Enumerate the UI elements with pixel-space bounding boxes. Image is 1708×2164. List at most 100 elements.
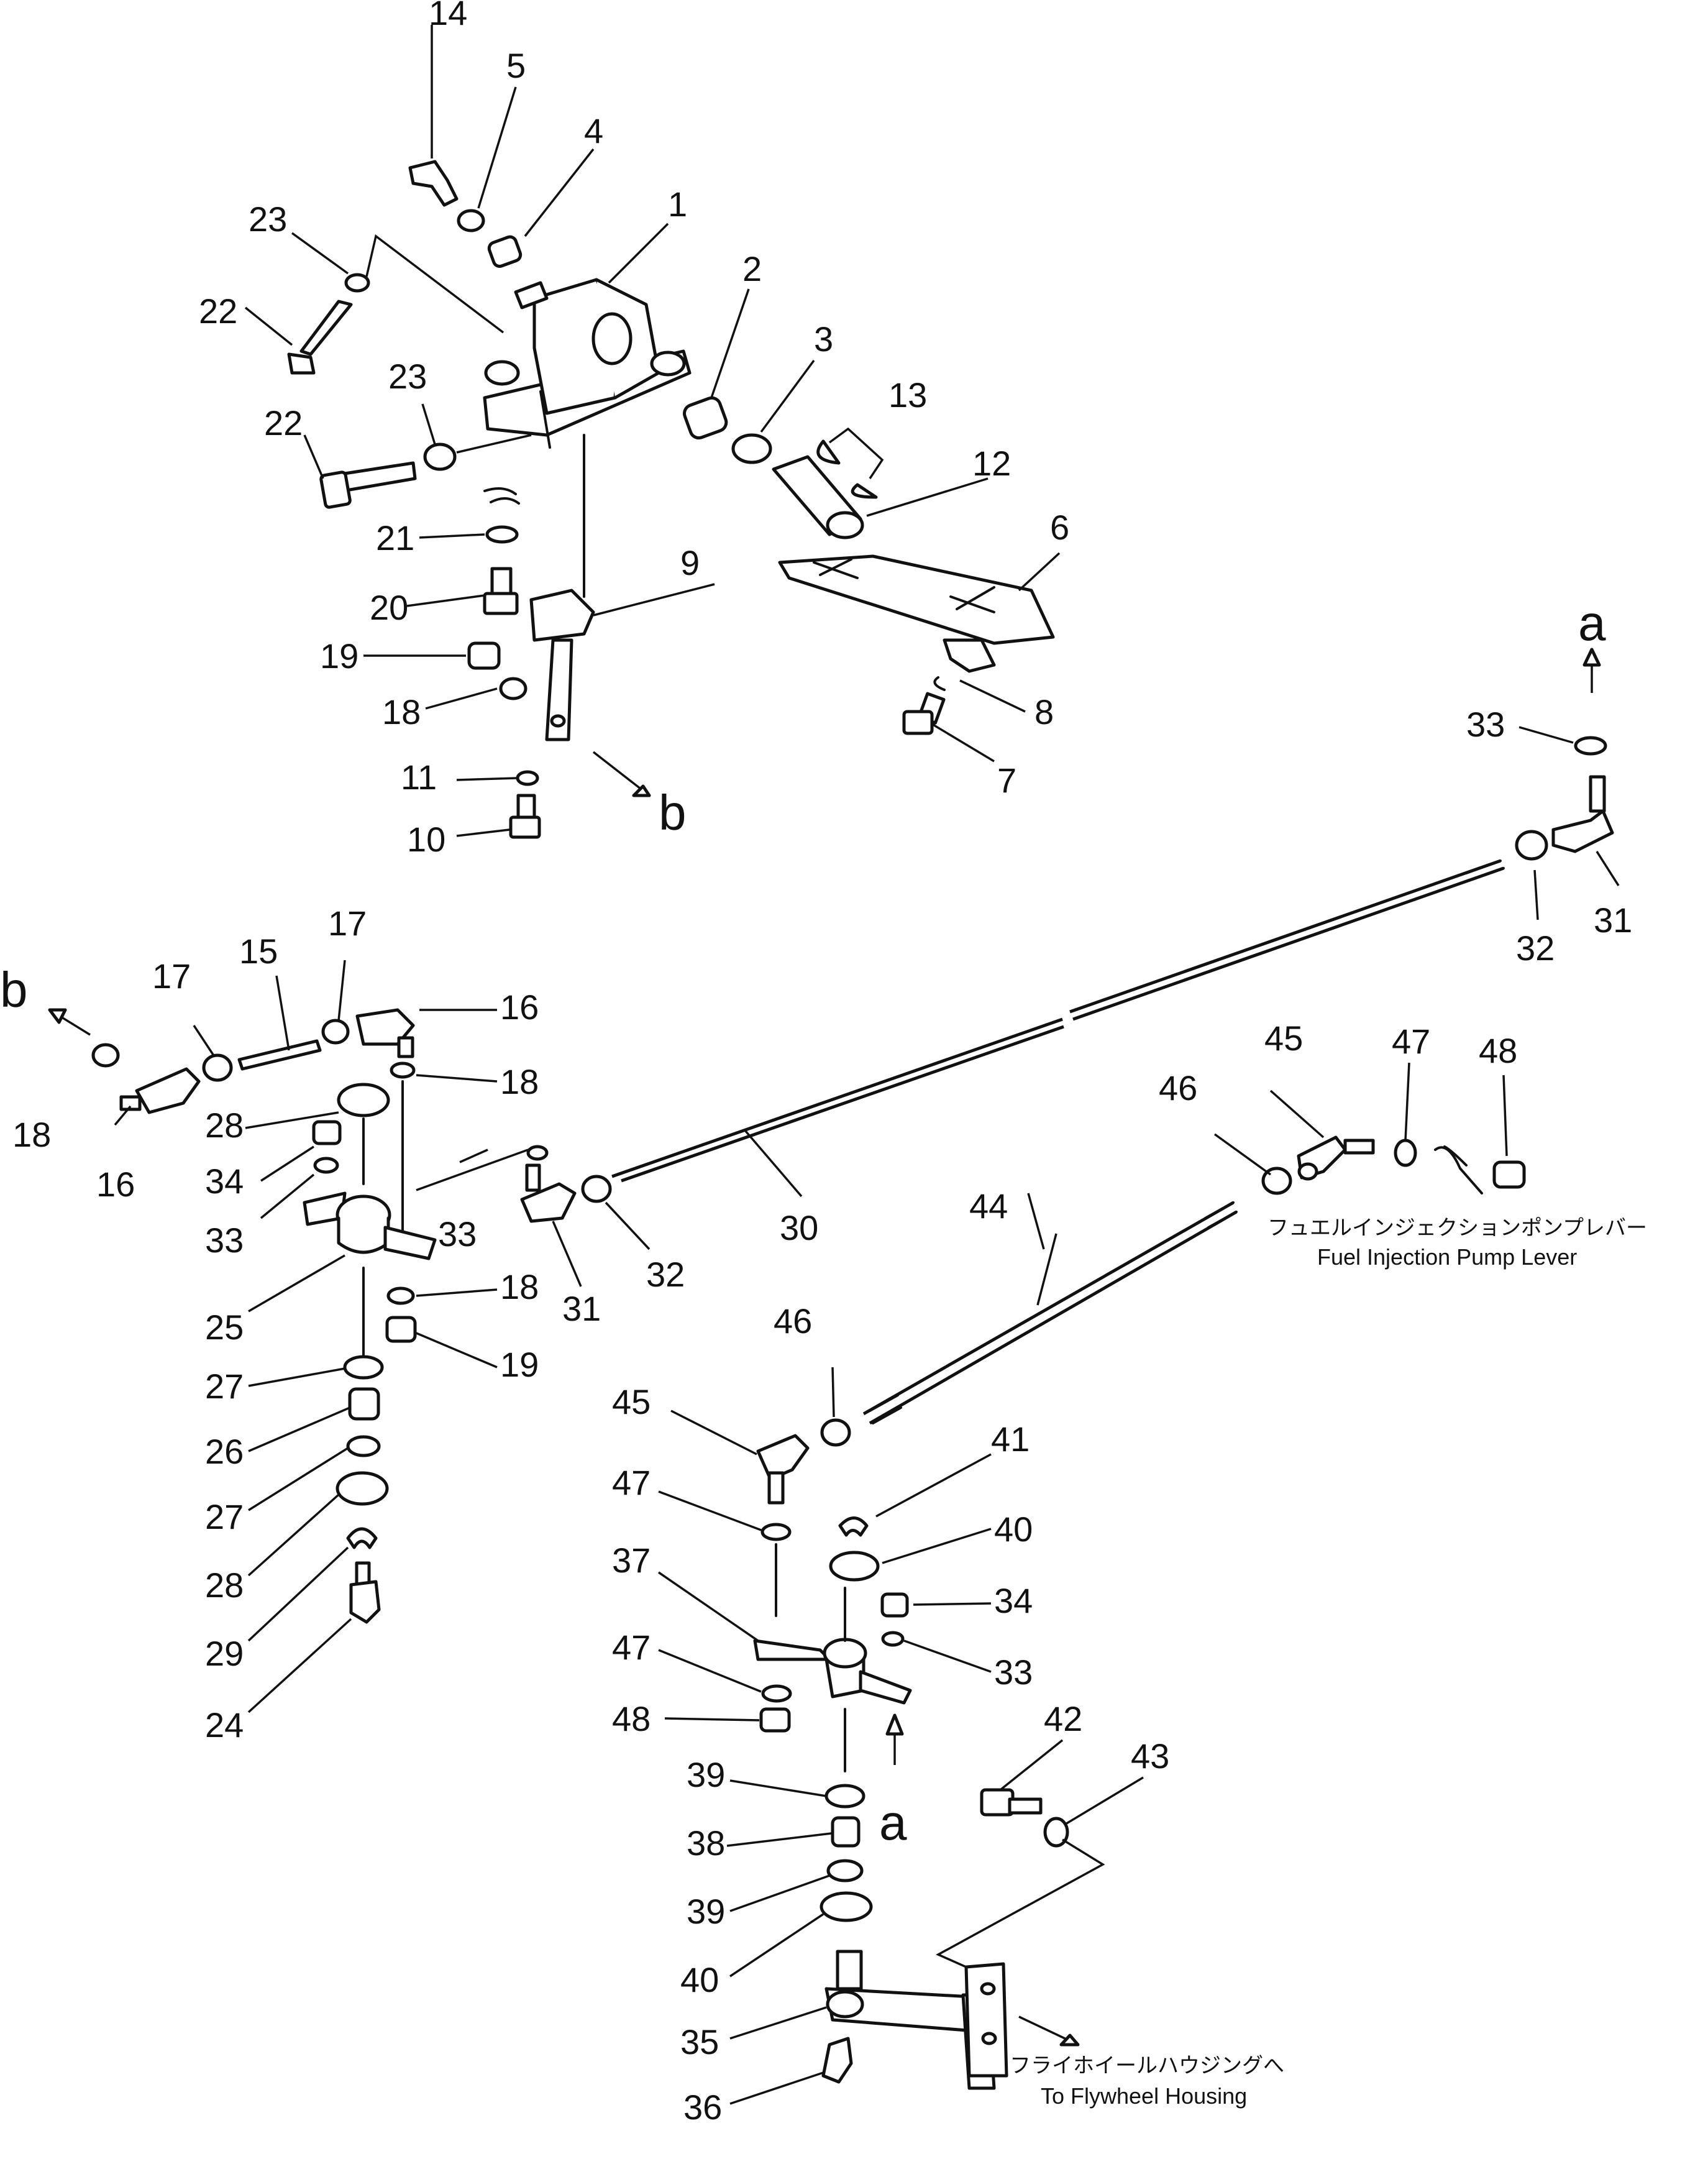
callout-31-left: 31: [562, 1289, 601, 1328]
bolt-22-bottom: [319, 461, 417, 509]
washer-27-top: [343, 1355, 384, 1380]
callout-45-left: 45: [612, 1382, 651, 1421]
callout-2: 2: [742, 249, 762, 288]
washer-21: [485, 525, 519, 544]
nut-32-left: [581, 1175, 612, 1203]
rod-30: [611, 859, 1505, 1183]
washer-39-top: [824, 1784, 865, 1809]
washer-33-left: [313, 1157, 339, 1174]
snap-ring-41: [838, 1516, 869, 1537]
bushing-2: [683, 396, 728, 440]
marker-a-top: a: [1578, 595, 1606, 651]
key-13: [816, 439, 878, 499]
callout-46-left: 46: [774, 1301, 812, 1341]
callout-30: 30: [780, 1208, 818, 1247]
pin-12: [772, 455, 864, 539]
flywheel-note-en: To Flywheel Housing: [1041, 2083, 1247, 2109]
callout-43: 43: [1131, 1736, 1169, 1776]
nut-17-left: [202, 1053, 233, 1082]
callout-32-right: 32: [1516, 928, 1555, 968]
grease-fitting-36: [821, 2037, 853, 2084]
callout-38: 38: [687, 1823, 725, 1863]
callout-17-right: 17: [328, 904, 367, 943]
callout-22-bottom: 22: [264, 403, 303, 442]
nut-32-right: [1515, 830, 1548, 861]
callout-33-right: 33: [1466, 705, 1505, 744]
callout-18-low: 18: [500, 1267, 539, 1306]
washer-27-bottom: [346, 1435, 381, 1457]
bushing-38: [831, 1816, 861, 1848]
bushing-26: [348, 1387, 380, 1421]
callout-27-bottom: 27: [205, 1497, 244, 1536]
callout-31-right: 31: [1594, 901, 1632, 940]
grease-fitting-24: [349, 1561, 381, 1624]
nut-34-left: [312, 1120, 342, 1145]
callout-1: 1: [668, 185, 687, 224]
nut-48-right: [1492, 1160, 1526, 1189]
callout-6: 6: [1050, 508, 1069, 547]
callout-11: 11: [401, 758, 437, 797]
callout-41: 41: [991, 1419, 1030, 1459]
callout-13: 13: [888, 375, 927, 415]
callout-25: 25: [205, 1308, 244, 1347]
rod-15: [237, 1039, 322, 1071]
callout-48-right: 48: [1479, 1031, 1517, 1070]
washer-40-top: [829, 1551, 880, 1582]
nut-23-top: [344, 273, 370, 293]
washer-28-bottom: [336, 1471, 389, 1506]
callout-42: 42: [1044, 1699, 1082, 1738]
callout-36: 36: [683, 2088, 722, 2127]
nut-17-right: [321, 1019, 350, 1045]
callout-20: 20: [370, 588, 408, 627]
washer-18-mid: [390, 1061, 416, 1079]
callout-47-lower: 47: [612, 1628, 651, 1667]
washer-11: [516, 770, 539, 786]
ring-5: [457, 209, 485, 232]
callout-14: 14: [429, 0, 467, 32]
callout-7: 7: [997, 761, 1016, 800]
washer-39-bottom: [826, 1859, 864, 1882]
washer-47-right: [1394, 1139, 1417, 1167]
washer-40-bottom: [820, 1891, 873, 1922]
nut-23-bottom: [423, 442, 457, 471]
callout-40-top: 40: [994, 1510, 1033, 1549]
callout-28-top: 28: [205, 1106, 244, 1145]
fuel-pump-note-en: Fuel Injection Pump Lever: [1317, 1244, 1577, 1270]
bushing-4: [487, 235, 523, 268]
washer-33-right: [1574, 736, 1607, 756]
lever-25: [303, 1191, 437, 1260]
callout-33-left: 33: [205, 1221, 244, 1260]
nut-19-left: [385, 1316, 417, 1343]
bolt-20: [483, 567, 519, 615]
ball-joint-31-left: [520, 1163, 577, 1223]
ball-joint-16-left: [119, 1067, 201, 1114]
flywheel-note-jp: フライホイールハウジングへ: [1010, 2053, 1284, 2078]
washer-33-mid: [526, 1145, 549, 1161]
callout-34-left: 34: [205, 1162, 244, 1201]
callout-39-top: 39: [687, 1755, 725, 1794]
callout-16-left: 16: [96, 1165, 135, 1204]
callout-9: 9: [680, 543, 700, 582]
callout-47-right: 47: [1392, 1022, 1430, 1061]
callout-19-top: 19: [320, 636, 358, 676]
snap-ring-29: [346, 1527, 378, 1549]
callout-46-right: 46: [1159, 1068, 1197, 1107]
callout-44: 44: [969, 1186, 1008, 1226]
callout-19-low: 19: [500, 1345, 539, 1384]
nut-48-lower: [759, 1707, 791, 1733]
bracket-35: [824, 1950, 1008, 2090]
callout-32-left: 32: [646, 1255, 685, 1294]
callout-4: 4: [584, 111, 603, 150]
washer-28-top: [337, 1083, 390, 1117]
callout-45-right: 45: [1264, 1019, 1303, 1058]
callout-39-bottom: 39: [687, 1892, 725, 1931]
callout-35: 35: [680, 2022, 719, 2061]
washer-33-center: [881, 1631, 905, 1647]
nut-19-top: [467, 641, 501, 670]
callout-22-top: 22: [199, 291, 237, 331]
callout-8: 8: [1034, 692, 1054, 731]
callout-40-bottom: 40: [680, 1960, 719, 1999]
fuel-pump-note-jp: フュエルインジェクションポンプレバー: [1267, 1216, 1647, 1240]
